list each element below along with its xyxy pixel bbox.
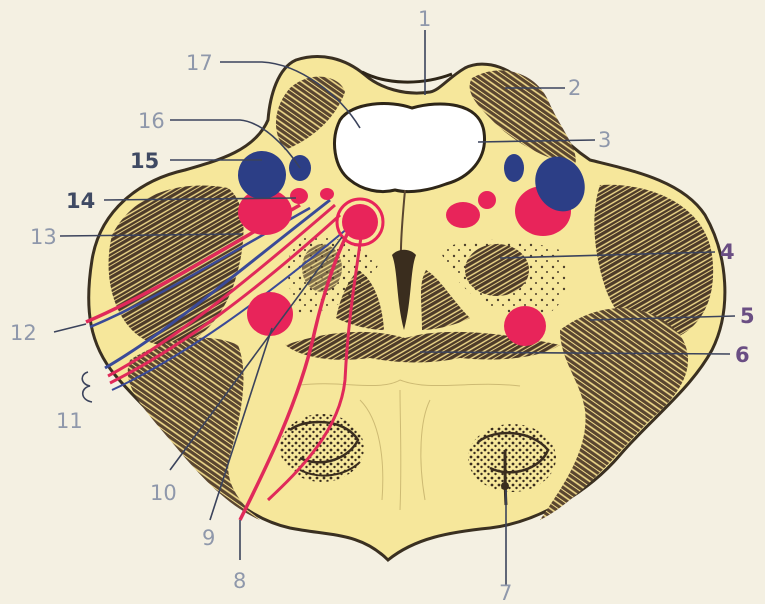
fourth-ventricle bbox=[335, 104, 485, 192]
dark-nucleus-left bbox=[302, 244, 342, 292]
red-nucleus-right-tiny bbox=[478, 191, 496, 209]
blue-nucleus-right-small bbox=[504, 154, 524, 182]
label-14: 14 bbox=[66, 189, 95, 213]
label-1: 1 bbox=[418, 7, 431, 31]
red-nucleus-14b bbox=[320, 188, 334, 200]
red-nucleus-right-lower bbox=[504, 306, 546, 346]
label-17: 17 bbox=[186, 51, 213, 75]
label-5: 5 bbox=[740, 304, 755, 328]
label-3: 3 bbox=[598, 128, 611, 152]
label-13: 13 bbox=[30, 225, 57, 249]
label-10: 10 bbox=[150, 481, 177, 505]
label-16: 16 bbox=[138, 109, 165, 133]
dark-nucleus-right bbox=[465, 244, 529, 296]
label-11: 11 bbox=[56, 409, 83, 433]
ventricle-roof bbox=[362, 72, 452, 82]
label-4: 4 bbox=[720, 240, 735, 264]
label-15: 15 bbox=[130, 149, 159, 173]
label-2: 2 bbox=[568, 76, 581, 100]
label-9: 9 bbox=[202, 526, 215, 550]
label-8: 8 bbox=[233, 569, 246, 593]
left-pyramid-bundle bbox=[280, 414, 364, 482]
label-12: 12 bbox=[10, 321, 37, 345]
label-6: 6 bbox=[735, 343, 750, 367]
red-nucleus-10-core bbox=[342, 204, 378, 240]
red-nucleus-right-small bbox=[446, 202, 480, 228]
red-nucleus-14 bbox=[290, 188, 308, 204]
label-7: 7 bbox=[499, 581, 512, 604]
